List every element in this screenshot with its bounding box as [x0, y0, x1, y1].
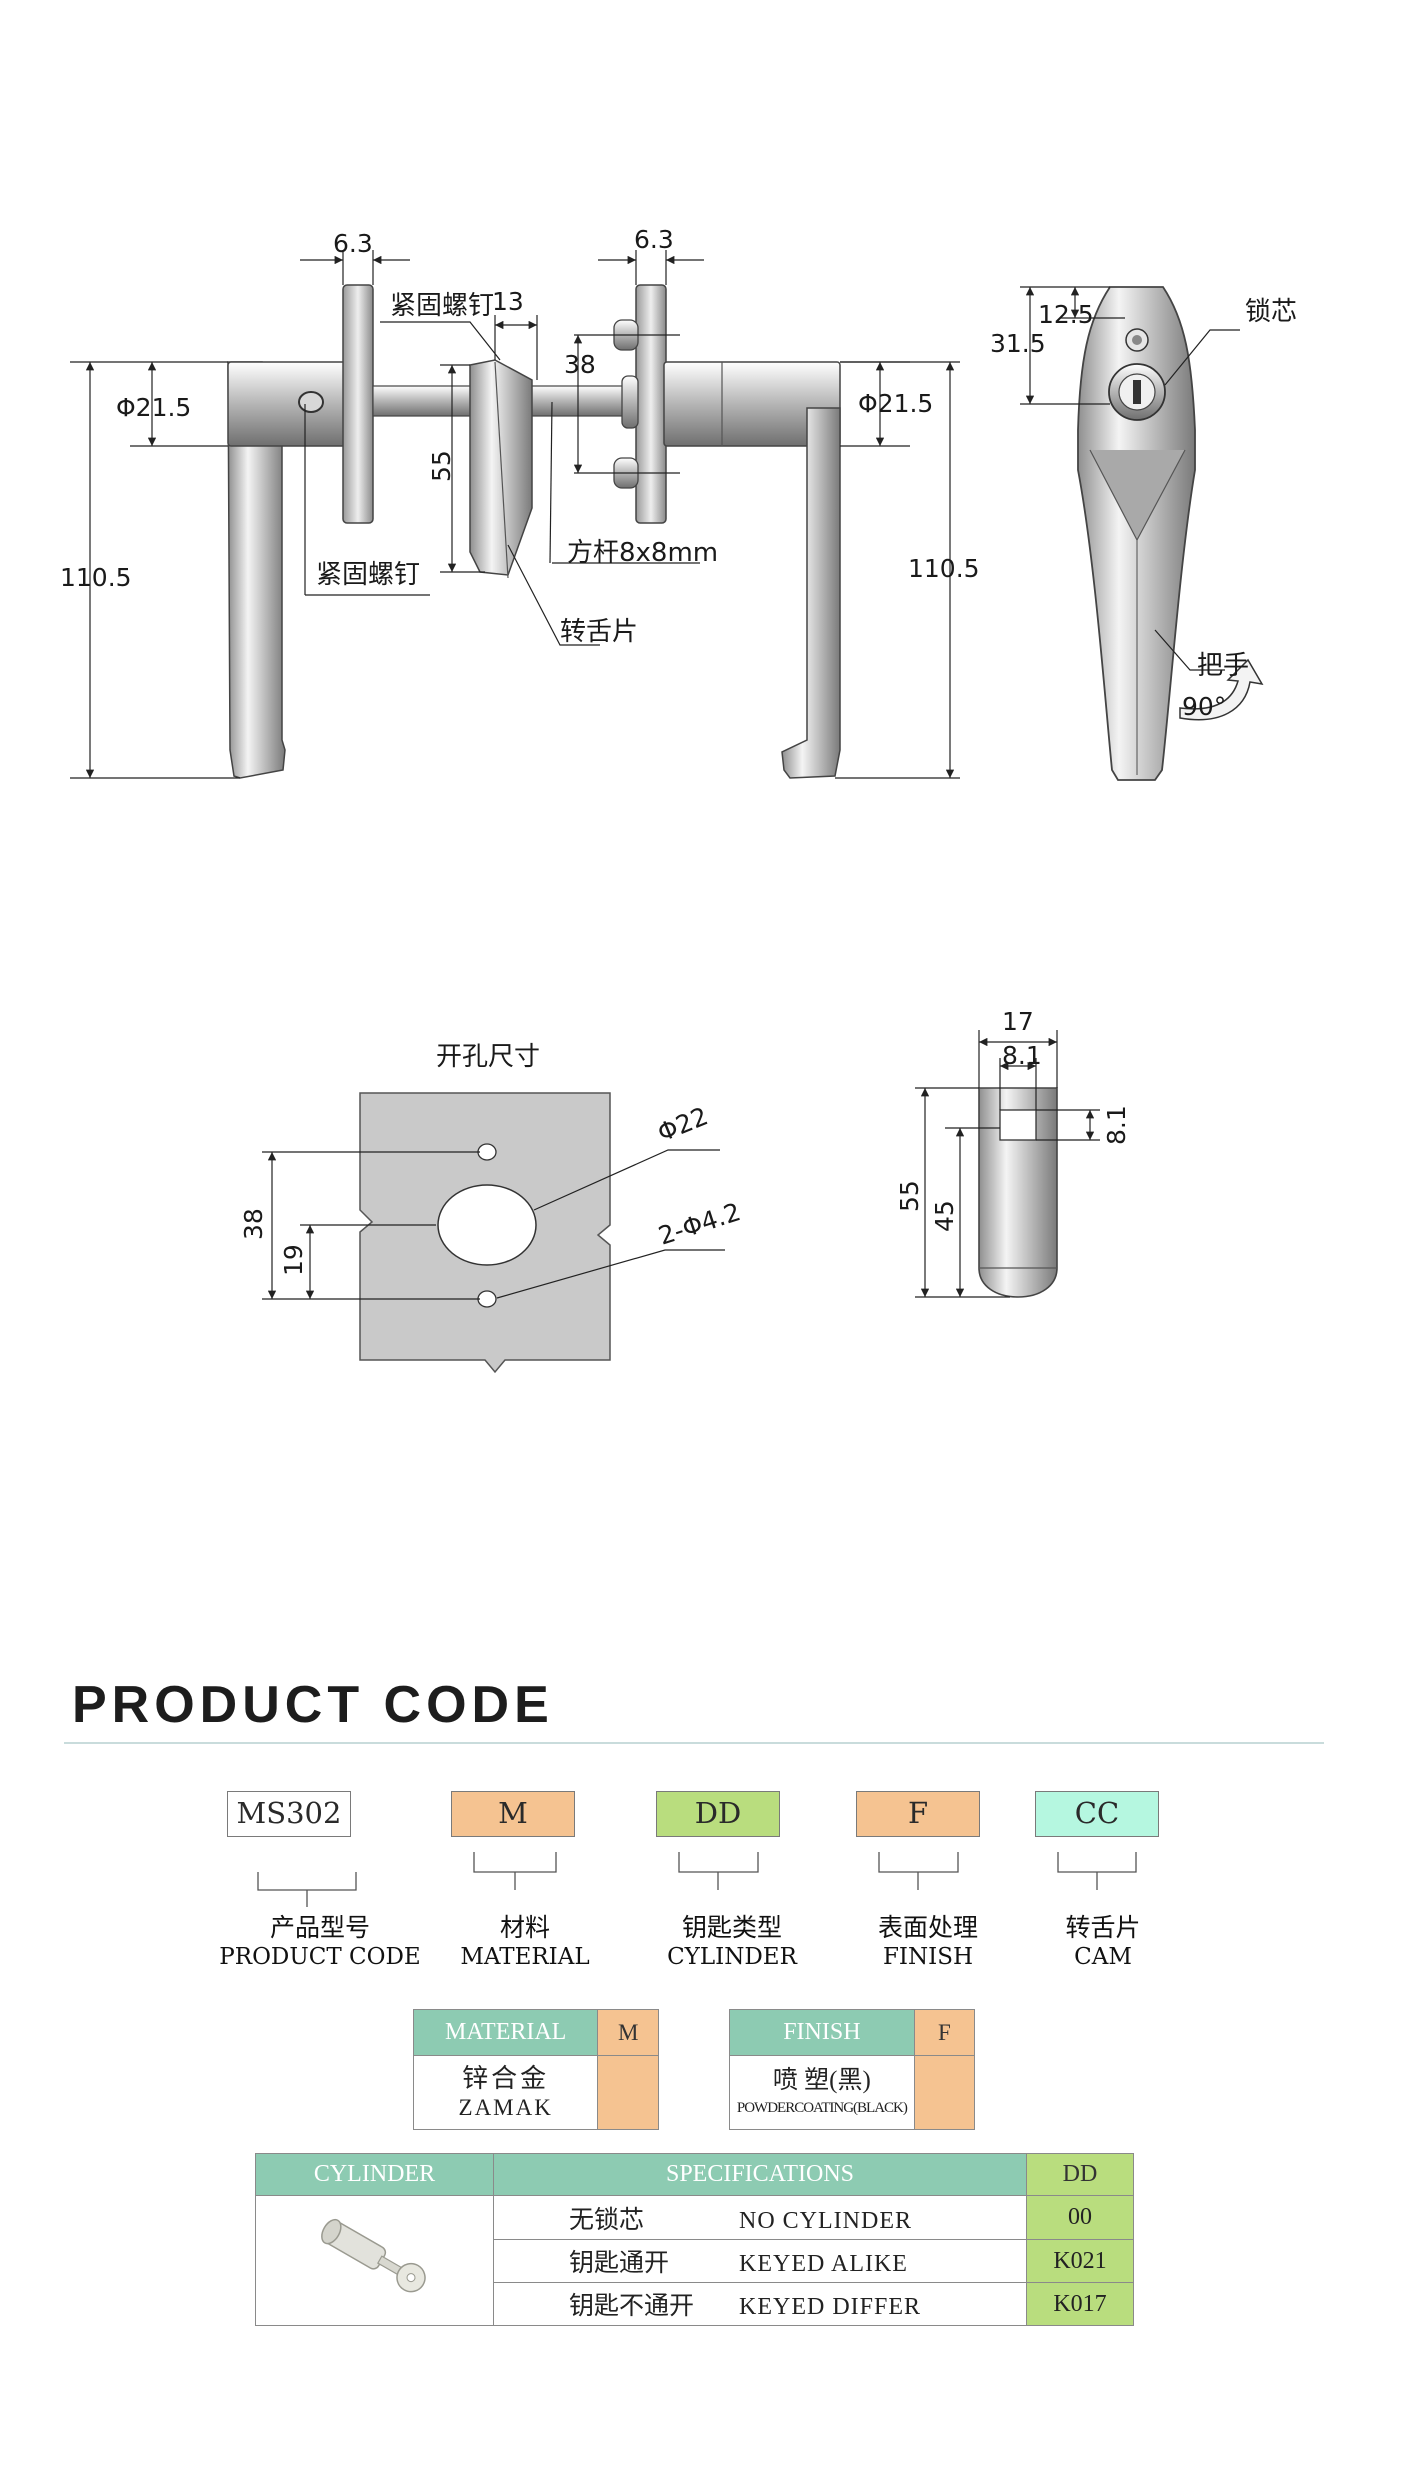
screw-hole-top — [477, 1143, 497, 1161]
code-box-product: MS302 — [227, 1791, 351, 1837]
cylinder-table: CYLINDER SPECIFICATIONS DD 无锁芯 NO CYLINDE… — [255, 2153, 1134, 2326]
cylinder-row-3-zh: 钥匙不通开 — [569, 2293, 695, 2320]
finish-table-code: F — [913, 2009, 976, 2056]
cylinder-row-2-zh: 钥匙通开 — [569, 2250, 670, 2277]
key-image-cell — [255, 2195, 494, 2326]
cam-square-hole — [999, 1109, 1037, 1141]
heading-divider — [64, 1742, 1324, 1744]
cylinder-table-header-mid: SPECIFICATIONS — [493, 2153, 1027, 2196]
code-brackets — [257, 1852, 1137, 1907]
left-flange — [342, 284, 374, 524]
finish-table-value: 喷 塑(黑) POWDERCOATING(BLACK) — [729, 2055, 915, 2130]
material-en: ZAMAK — [458, 2094, 553, 2120]
dim-cam-length2: 45 — [930, 1200, 959, 1232]
label-set-screw-top: 紧固螺钉 — [390, 291, 494, 321]
dim-hub-dia-left: Φ21.5 — [116, 393, 191, 422]
right-hub — [663, 361, 841, 447]
cylinder-row-2-en: KEYED ALIKE — [739, 2251, 908, 2277]
dim-cutout-half: 19 — [279, 1244, 308, 1276]
cylinder-table-header-code: DD — [1026, 2153, 1134, 2196]
dim-flange-left: 6.3 — [333, 229, 373, 258]
cylinder-row-2-spec: 钥匙通开 KEYED ALIKE — [493, 2239, 1027, 2283]
front-view: 6.3 6.3 13 38 55 Φ21.5 Φ21.5 110.5 110.5… — [60, 225, 980, 779]
code-label-product-zh: 产品型号 — [269, 1913, 370, 1942]
dim-cam-square: 8.1 — [1002, 1041, 1042, 1070]
key-icon — [320, 2218, 426, 2293]
finish-zh: 喷 塑(黑) — [772, 2066, 871, 2094]
cylinder-row-3-code: K017 — [1026, 2282, 1134, 2326]
dim-screw-holes: 2-Φ4.2 — [655, 1197, 744, 1251]
right-flange — [635, 284, 667, 524]
cam-view: 17 8.1 8.1 55 45 — [895, 1007, 1131, 1298]
code-label-cam-zh: 转舌片 — [1065, 1913, 1141, 1942]
material-zh: 锌合金 — [462, 2063, 550, 2093]
code-label-product-en: PRODUCT CODE — [219, 1944, 421, 1970]
dim-cutout-span: 38 — [239, 1208, 268, 1240]
center-hole — [437, 1184, 537, 1266]
cylinder-row-1-spec: 无锁芯 NO CYLINDER — [493, 2195, 1027, 2240]
material-table: MATERIAL M 锌合金 ZAMAK — [412, 2009, 659, 2130]
dim-flange-right: 6.3 — [634, 225, 674, 254]
cutout-title: 开孔尺寸 — [436, 1042, 540, 1072]
code-box-cam: CC — [1035, 1791, 1159, 1837]
dim-side-top: 12.5 — [1038, 300, 1094, 329]
finish-table-empty — [913, 2055, 976, 2130]
code-label-cam: 转舌片 CAM — [1023, 1912, 1183, 1972]
dim-cam-width: 17 — [1002, 1007, 1034, 1036]
finish-table: FINISH F 喷 塑(黑) POWDERCOATING(BLACK) — [729, 2009, 976, 2130]
finish-en: POWDERCOATING(BLACK) — [736, 2099, 908, 2116]
code-box-material: M — [451, 1791, 575, 1837]
screw-hole-bottom — [477, 1290, 497, 1308]
dim-side-cylinder: 31.5 — [990, 329, 1046, 358]
dim-height-left: 110.5 — [60, 563, 132, 592]
technical-drawing: 6.3 6.3 13 38 55 Φ21.5 Φ21.5 110.5 110.5… — [60, 225, 1297, 1374]
right-lever — [781, 407, 841, 779]
left-hub — [227, 361, 349, 447]
code-label-cylinder-en: CYLINDER — [667, 1944, 797, 1970]
code-label-material-en: MATERIAL — [460, 1944, 590, 1970]
dim-center-hole: Φ22 — [653, 1101, 712, 1147]
material-table-value: 锌合金 ZAMAK — [412, 2055, 599, 2130]
label-cylinder: 锁芯 — [1245, 297, 1297, 327]
code-label-finish-en: FINISH — [882, 1944, 974, 1970]
cylinder-table-header-left: CYLINDER — [255, 2153, 494, 2196]
code-label-material: 材料 MATERIAL — [445, 1912, 605, 1972]
rotation-arrow — [1179, 658, 1264, 721]
material-table-header: MATERIAL — [412, 2009, 599, 2056]
finish-table-header: FINISH — [729, 2009, 915, 2056]
label-set-screw-bottom: 紧固螺钉 — [316, 560, 420, 590]
material-table-code: M — [597, 2009, 659, 2056]
code-label-cylinder: 钥匙类型 CYLINDER — [652, 1912, 812, 1972]
cylinder-row-1-code: 00 — [1026, 2195, 1134, 2240]
label-handle: 把手 — [1197, 651, 1249, 681]
dim-height-right: 110.5 — [908, 554, 980, 583]
cylinder-row-2-code: K021 — [1026, 2239, 1134, 2283]
code-label-finish: 表面处理 FINISH — [848, 1912, 1008, 1972]
cylinder-row-3-en: KEYED DIFFER — [739, 2294, 922, 2320]
side-view: 12.5 31.5 锁芯 把手 90° — [990, 286, 1297, 781]
code-box-cylinder: DD — [656, 1791, 780, 1837]
dim-set-screw-offset: 13 — [492, 287, 524, 316]
dim-cam-length: 55 — [895, 1180, 924, 1212]
cylinder-row-3-spec: 钥匙不通开 KEYED DIFFER — [493, 2282, 1027, 2326]
code-label-material-zh: 材料 — [499, 1913, 550, 1942]
code-label-finish-zh: 表面处理 — [877, 1913, 978, 1942]
dim-hub-dia-right: Φ21.5 — [858, 389, 933, 418]
label-angle: 90° — [1182, 692, 1226, 721]
code-label-cam-en: CAM — [1074, 1944, 1132, 1970]
label-square-bar: 方杆8x8mm — [567, 538, 718, 568]
dim-bolt-spacing: 38 — [564, 350, 596, 379]
dim-cam-square-height: 8.1 — [1102, 1105, 1131, 1145]
cylinder-row-1-en: NO CYLINDER — [739, 2207, 912, 2234]
label-cam: 转舌片 — [560, 617, 638, 647]
cutout-view: 开孔尺寸 Φ22 2-Φ4.2 38 19 — [239, 1042, 744, 1374]
code-box-finish: F — [856, 1791, 980, 1837]
dim-cam-height: 55 — [427, 450, 456, 482]
cylinder-row-1-zh: 无锁芯 — [569, 2206, 645, 2234]
code-label-product: 产品型号 PRODUCT CODE — [212, 1912, 428, 1972]
code-label-cylinder-zh: 钥匙类型 — [681, 1913, 782, 1942]
set-screw-hole — [298, 391, 324, 413]
product-code-heading: PRODUCT CODE — [72, 1676, 554, 1734]
material-table-empty — [597, 2055, 659, 2130]
